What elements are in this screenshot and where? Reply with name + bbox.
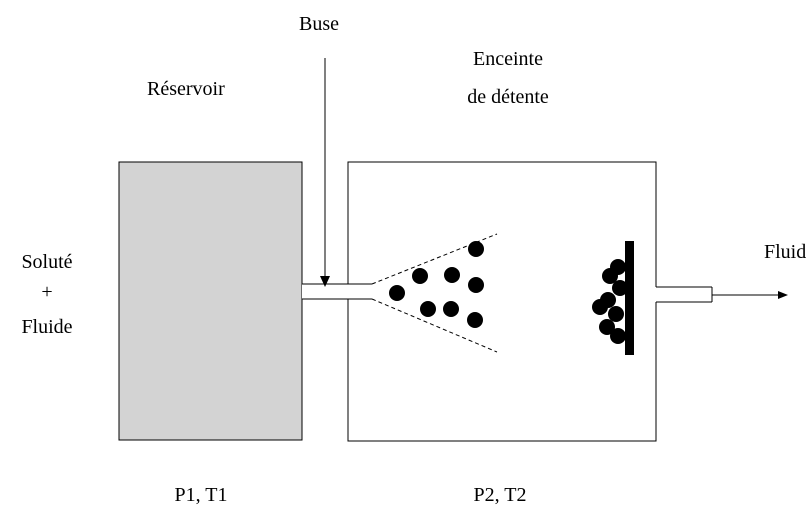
label-buse: Buse: [299, 13, 339, 35]
particles-in-cone: [389, 241, 484, 328]
collected-particles: [592, 259, 628, 344]
particle: [444, 267, 460, 283]
nozzle-pointer-arrow: [320, 58, 330, 287]
particle: [467, 312, 483, 328]
particle: [610, 328, 626, 344]
particle: [412, 268, 428, 284]
label-p2t2: P2, T2: [474, 484, 527, 506]
label-solute-line1: Soluté: [21, 251, 72, 273]
nozzle-tube: [302, 283, 372, 300]
label-p1t1: P1, T1: [175, 484, 228, 506]
reservoir-box: [118, 161, 303, 441]
outlet-tube: [654, 286, 713, 303]
particle: [468, 241, 484, 257]
particle: [612, 280, 628, 296]
particle: [592, 299, 608, 315]
particle: [608, 306, 624, 322]
particle: [443, 301, 459, 317]
label-reservoir: Réservoir: [147, 78, 225, 100]
collection-plate: [625, 241, 634, 355]
label-solute-line2: +: [41, 281, 52, 303]
particle: [602, 268, 618, 284]
particle: [599, 319, 615, 335]
particle: [420, 301, 436, 317]
particle: [389, 285, 405, 301]
label-solute-line3: Fluide: [21, 316, 72, 338]
label-enceinte-line2: de détente: [467, 86, 549, 108]
outlet-arrow: [712, 291, 788, 299]
label-fluide-out: Fluide: [764, 241, 806, 263]
particle: [468, 277, 484, 293]
label-enceinte-line1: Enceinte: [473, 48, 543, 70]
